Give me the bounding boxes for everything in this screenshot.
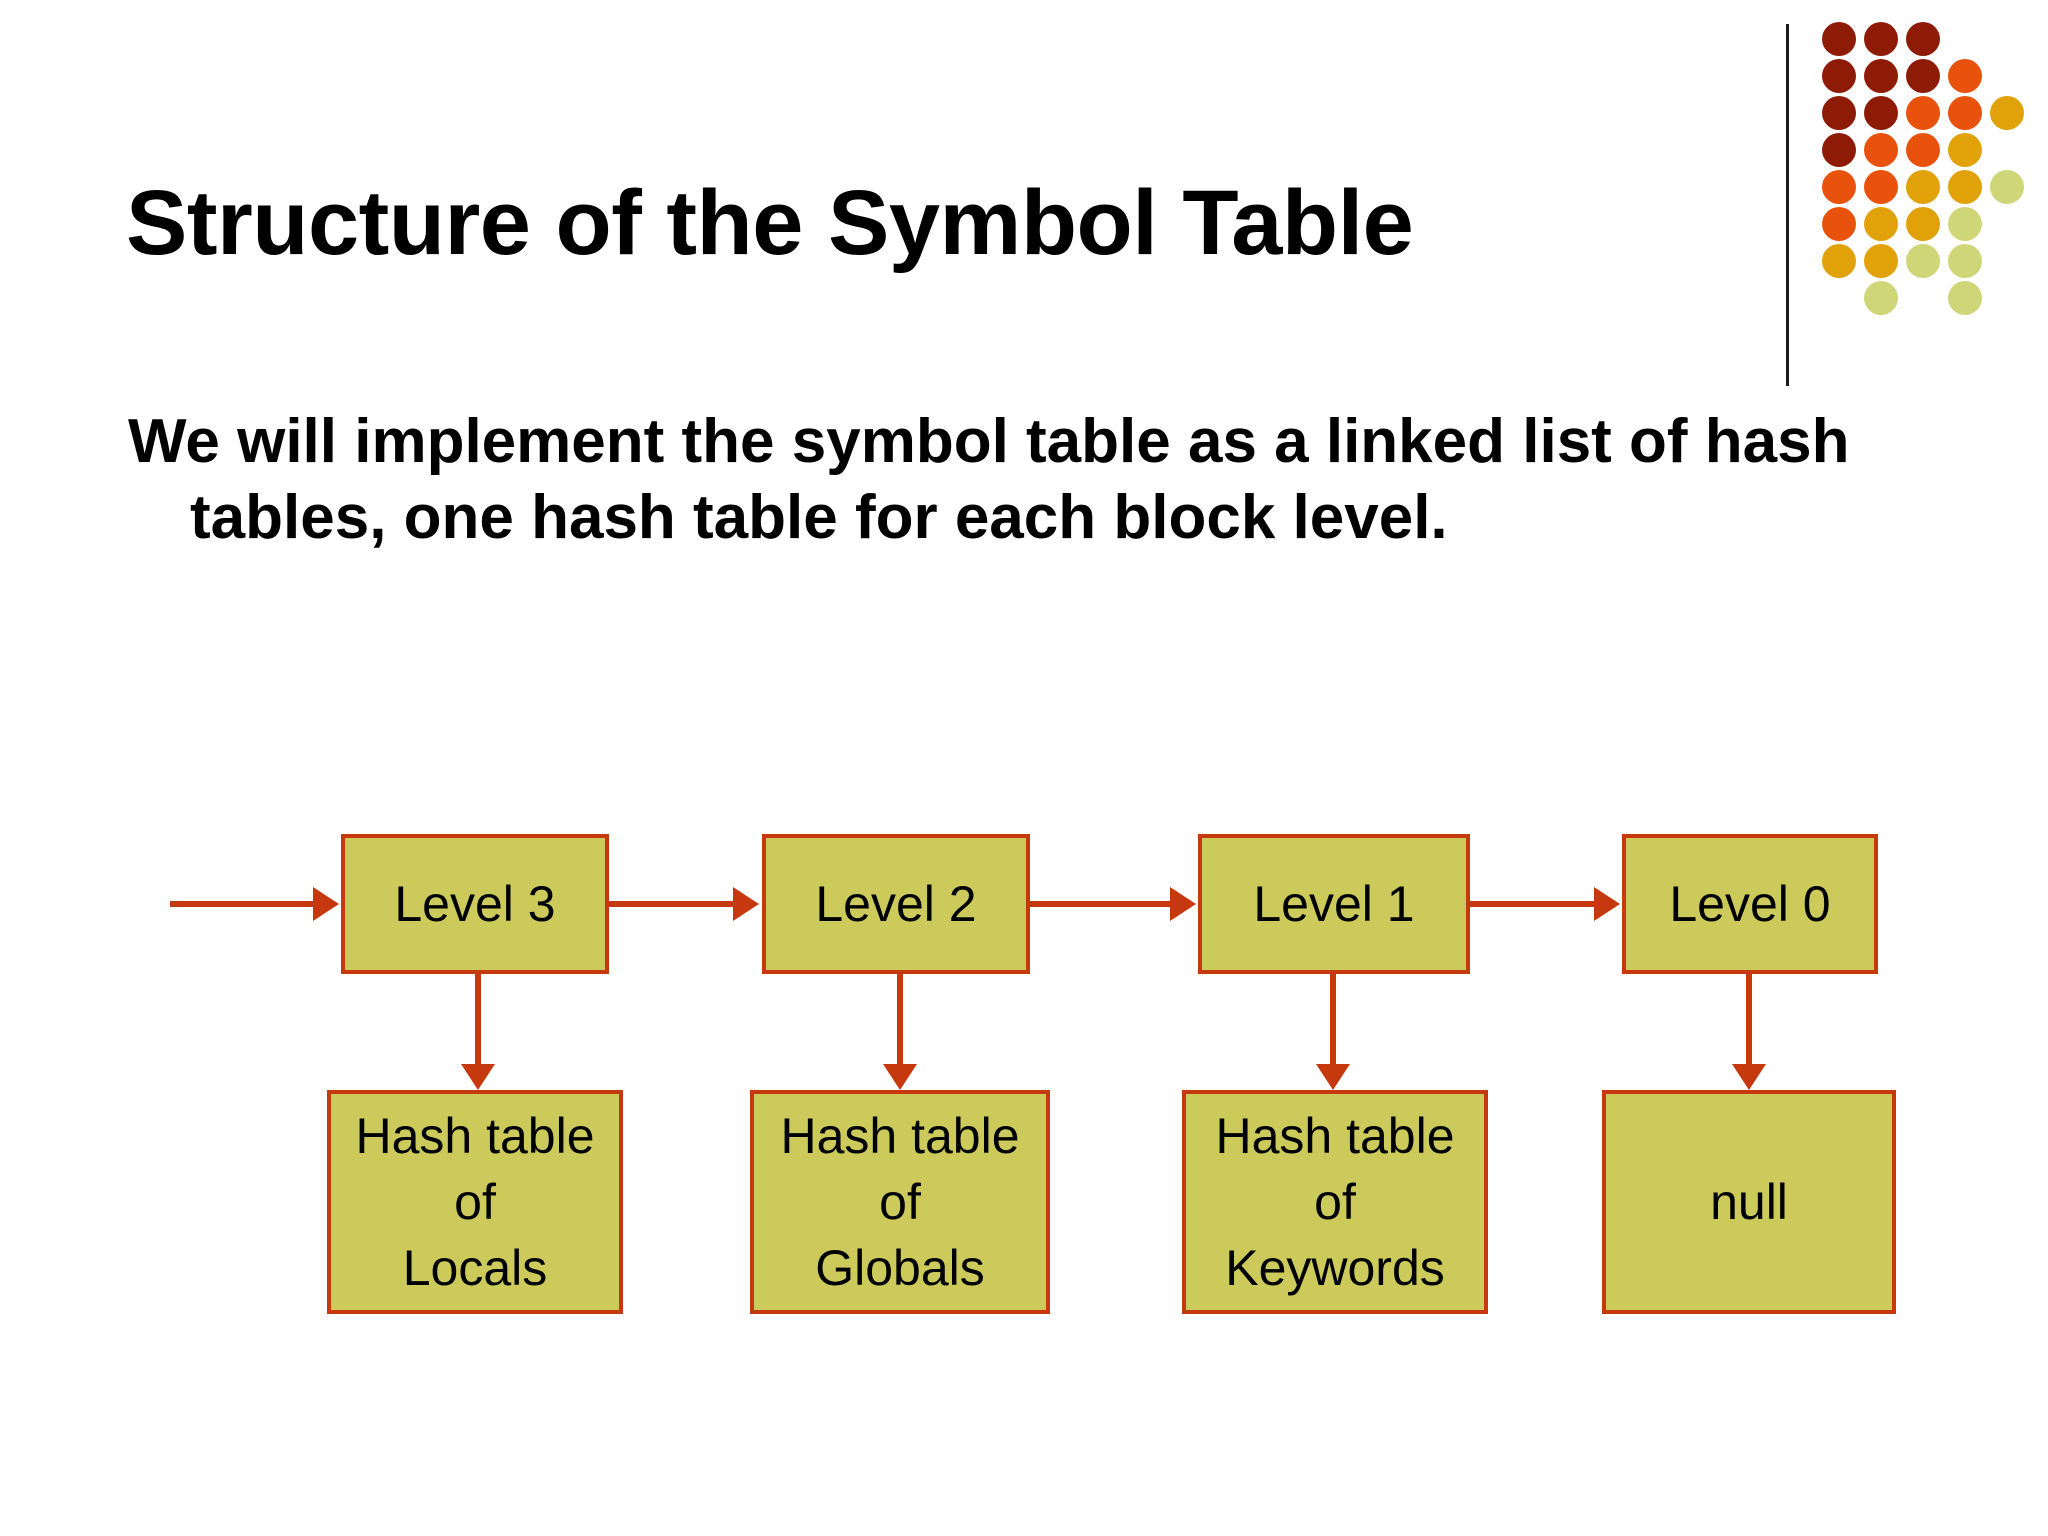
logo-dot	[1822, 59, 1856, 93]
logo-dot	[1906, 207, 1940, 241]
node-hash-table-locals[interactable]: Hash table of Locals	[327, 1090, 623, 1314]
logo-dot	[1822, 96, 1856, 130]
body-paragraph: We will implement the symbol table as a …	[128, 404, 1960, 555]
node-hash-table-keywords[interactable]: Hash table of Keywords	[1182, 1090, 1488, 1314]
node-level-1[interactable]: Level 1	[1198, 834, 1470, 974]
logo-dot	[1906, 96, 1940, 130]
node-level-3[interactable]: Level 3	[341, 834, 609, 974]
node-hash-table-globals[interactable]: Hash table of Globals	[750, 1090, 1050, 1314]
logo-dot	[1990, 170, 2024, 204]
connector-level1-level0	[1468, 901, 1594, 907]
arrow-head-level3-hashlocals	[461, 1064, 495, 1090]
arrow-head-level3-level2	[733, 887, 759, 921]
node-level-0[interactable]: Level 0	[1622, 834, 1878, 974]
arrow-head-level2-level1	[1170, 887, 1196, 921]
node-level-3-label: Level 3	[394, 876, 556, 932]
header-divider-line	[1786, 24, 1789, 386]
logo-dot	[1948, 133, 1982, 167]
node-level-2-label: Level 2	[815, 876, 977, 932]
logo-dot	[1906, 22, 1940, 56]
node-null-label: null	[1710, 1174, 1788, 1230]
logo-dot	[1864, 170, 1898, 204]
node-hash-table-locals-label: Hash table of Locals	[355, 1108, 595, 1296]
connector-level3-level2	[601, 901, 733, 907]
logo-dot	[1864, 96, 1898, 130]
logo-dot	[1864, 207, 1898, 241]
dot-matrix-logo	[1822, 22, 2038, 322]
arrow-head-level0-null	[1732, 1064, 1766, 1090]
logo-dot	[1864, 22, 1898, 56]
node-hash-table-globals-label: Hash table of Globals	[780, 1108, 1020, 1296]
logo-dot	[1948, 59, 1982, 93]
logo-dot	[1948, 207, 1982, 241]
entry-connector-line	[170, 901, 320, 907]
logo-dot	[1948, 96, 1982, 130]
node-level-1-label: Level 1	[1253, 876, 1415, 932]
logo-dot	[1906, 244, 1940, 278]
logo-dot	[1822, 170, 1856, 204]
logo-dot	[1864, 133, 1898, 167]
logo-dot	[1864, 244, 1898, 278]
page-title: Structure of the Symbol Table	[126, 172, 1414, 274]
connector-level3-hashlocals	[475, 972, 481, 1066]
logo-dot	[1822, 207, 1856, 241]
logo-dot	[1948, 281, 1982, 315]
logo-dot	[1906, 170, 1940, 204]
node-null[interactable]: null	[1602, 1090, 1896, 1314]
node-hash-table-keywords-label: Hash table of Keywords	[1215, 1108, 1455, 1296]
connector-level0-null	[1746, 972, 1752, 1066]
entry-arrow-head	[313, 887, 339, 921]
body-paragraph-text: We will implement the symbol table as a …	[128, 407, 1850, 552]
logo-dot	[1906, 59, 1940, 93]
connector-level2-level1	[1028, 901, 1170, 907]
arrow-head-level2-hashglobals	[883, 1064, 917, 1090]
logo-dot	[1990, 96, 2024, 130]
logo-dot	[1948, 244, 1982, 278]
logo-dot	[1822, 133, 1856, 167]
logo-dot	[1864, 59, 1898, 93]
node-level-2[interactable]: Level 2	[762, 834, 1030, 974]
logo-dot	[1822, 244, 1856, 278]
arrow-head-level1-hashkeywords	[1316, 1064, 1350, 1090]
logo-dot	[1822, 22, 1856, 56]
arrow-head-level1-level0	[1594, 887, 1620, 921]
connector-level1-hashkeywords	[1330, 972, 1336, 1066]
node-level-0-label: Level 0	[1669, 876, 1831, 932]
connector-level2-hashglobals	[897, 972, 903, 1066]
logo-dot	[1906, 133, 1940, 167]
logo-dot	[1864, 281, 1898, 315]
logo-dot	[1948, 170, 1982, 204]
